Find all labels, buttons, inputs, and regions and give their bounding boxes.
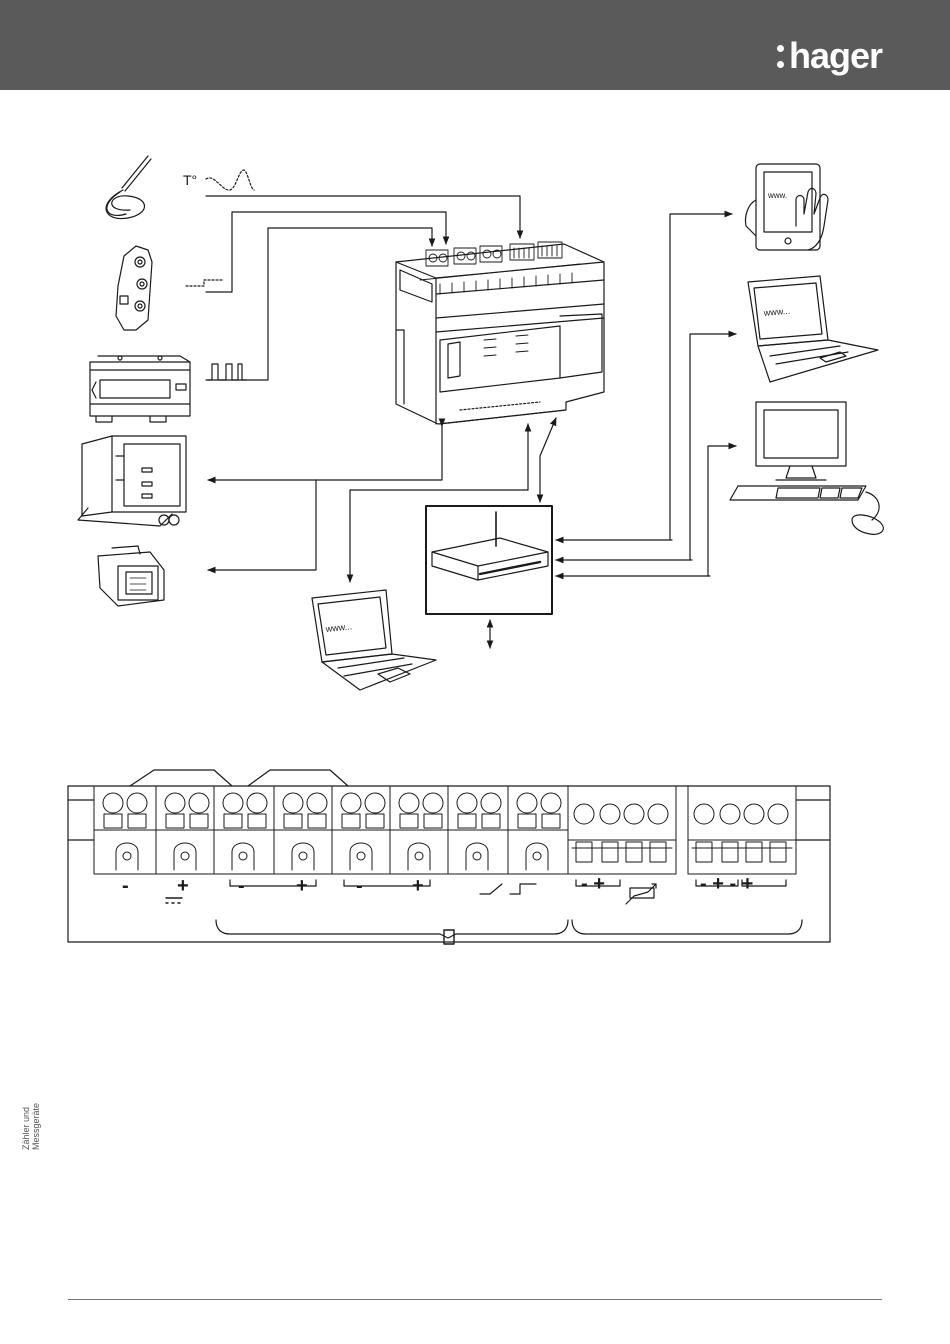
laptop-connector-line — [690, 334, 736, 560]
temperature-connector-line — [206, 196, 520, 238]
terminal-block-drawing — [68, 770, 830, 944]
terminal-label-plus-3: + — [412, 875, 424, 897]
gateway-module-icon — [396, 242, 604, 424]
panel-meter-icon — [98, 546, 164, 606]
tablet-screen-text: www. — [767, 191, 787, 200]
desktop-computer-icon — [730, 402, 883, 534]
tablet-icon — [745, 164, 828, 250]
local-laptop-icon — [312, 590, 436, 690]
status-signal-icon — [186, 280, 222, 286]
remote-laptop-screen-text: www... — [762, 306, 790, 318]
temperature-curve-icon — [206, 170, 254, 190]
sidebar-line-1: Zähler und — [21, 1060, 31, 1150]
remote-laptop-icon — [748, 276, 878, 382]
temperature-label: T° — [183, 172, 197, 188]
terminal-label-minus-1: - — [122, 875, 129, 897]
router-box — [426, 506, 552, 614]
pulse-signal-icon — [208, 364, 246, 380]
terminal-label-plus-1: + — [177, 875, 189, 897]
screw-row-right — [574, 804, 788, 824]
gateway-router-line — [540, 418, 556, 502]
terminal-label-sensor: - + — [581, 873, 605, 895]
air-circuit-breaker-icon — [78, 436, 186, 526]
status-connector-line — [206, 212, 446, 292]
pulse-connector-line — [206, 228, 432, 380]
sidebar-line-2: Messgeräte — [31, 1060, 41, 1150]
energy-meter-icon — [90, 356, 190, 422]
terminal-label-bus: - + - + — [700, 873, 753, 895]
sidebar-category: Zähler und Messgeräte — [21, 1060, 49, 1150]
footer-divider — [68, 1299, 882, 1300]
temperature-probe-icon — [106, 156, 151, 219]
gateway-laptop-line — [350, 424, 528, 582]
terminal-label-plus-2: + — [296, 875, 308, 897]
bus-trunk-line — [316, 424, 442, 480]
bus-to-panel-meter-line — [208, 480, 316, 570]
auxiliary-contact-icon — [116, 246, 152, 330]
terminal-label-minus-2: - — [238, 875, 245, 897]
desktop-connector-line — [708, 446, 736, 576]
local-laptop-screen-text: www... — [324, 621, 352, 634]
terminal-label-minus-3: - — [356, 875, 363, 897]
tablet-connector-line — [670, 214, 732, 540]
